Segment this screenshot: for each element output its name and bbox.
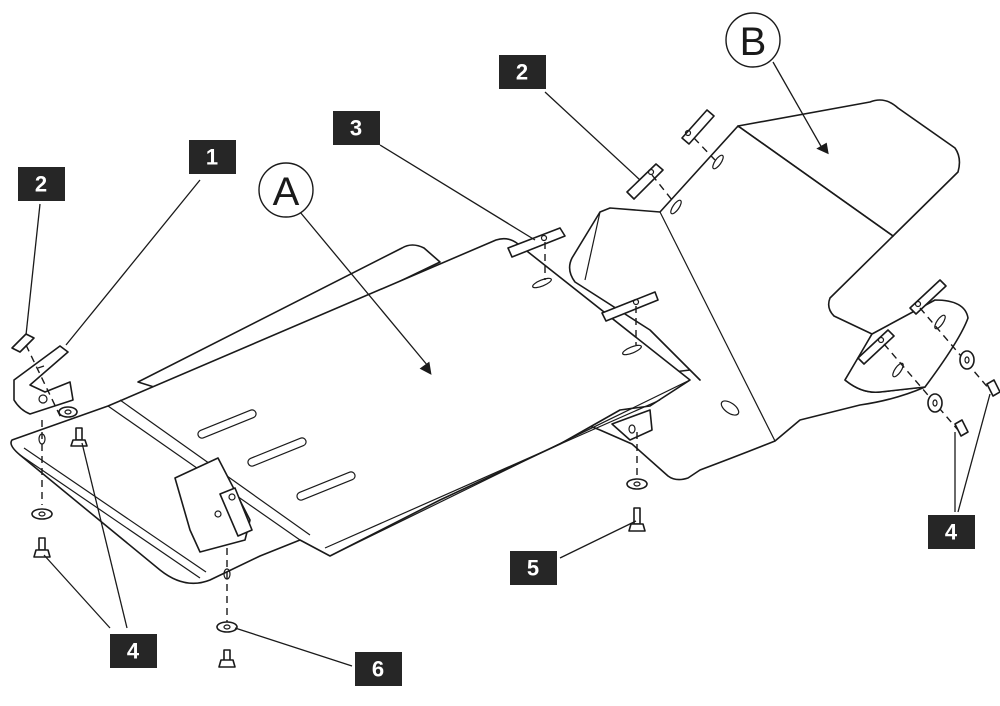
callout-2-left: 2 (18, 167, 65, 201)
callout-4-left: 4 (110, 634, 157, 668)
callout-3: 3 (333, 111, 380, 145)
callout-4-right: 4 (928, 515, 975, 549)
washer-6 (216, 621, 238, 633)
washer-left-lower (31, 508, 53, 520)
bolt-5 (628, 507, 646, 532)
callout-3-text: 3 (350, 116, 362, 141)
nut-strip-right-lower (857, 329, 895, 365)
callout-2-center: 2 (499, 55, 546, 89)
callout-6: 6 (355, 652, 402, 686)
callout-1-text: 1 (206, 145, 218, 170)
nut-plate-2-center (626, 109, 715, 200)
nut-plate-left (11, 333, 35, 353)
callout-1: 1 (189, 140, 236, 174)
plate-a (10, 237, 691, 585)
callout-4-left-text: 4 (127, 639, 140, 664)
bolt-right-upper (986, 379, 1000, 397)
assembly-label-b: B (725, 12, 781, 68)
callout-6-text: 6 (372, 657, 384, 682)
washer-right-lower (927, 393, 943, 413)
washer-right-upper (959, 350, 975, 370)
nut-strip-right-upper (909, 279, 947, 315)
callout-4-right-text: 4 (945, 520, 958, 545)
callout-5: 5 (510, 551, 557, 585)
bolt-right-lower (954, 419, 969, 437)
callout-5-text: 5 (527, 556, 539, 581)
callout-2-center-text: 2 (516, 60, 528, 85)
assembly-label-a-text: A (273, 170, 300, 214)
washer-left (58, 406, 78, 418)
callout-2-left-text: 2 (35, 172, 47, 197)
bracket-1 (13, 345, 74, 415)
washer-center (626, 478, 648, 490)
bolt-left-lower (33, 537, 51, 558)
bolt-bottom (218, 649, 236, 668)
assembly-label-b-text: B (740, 20, 767, 64)
assembly-label-a: A (258, 162, 314, 218)
nut-strip-mid (601, 291, 659, 322)
nut-strip-3 (507, 227, 566, 258)
